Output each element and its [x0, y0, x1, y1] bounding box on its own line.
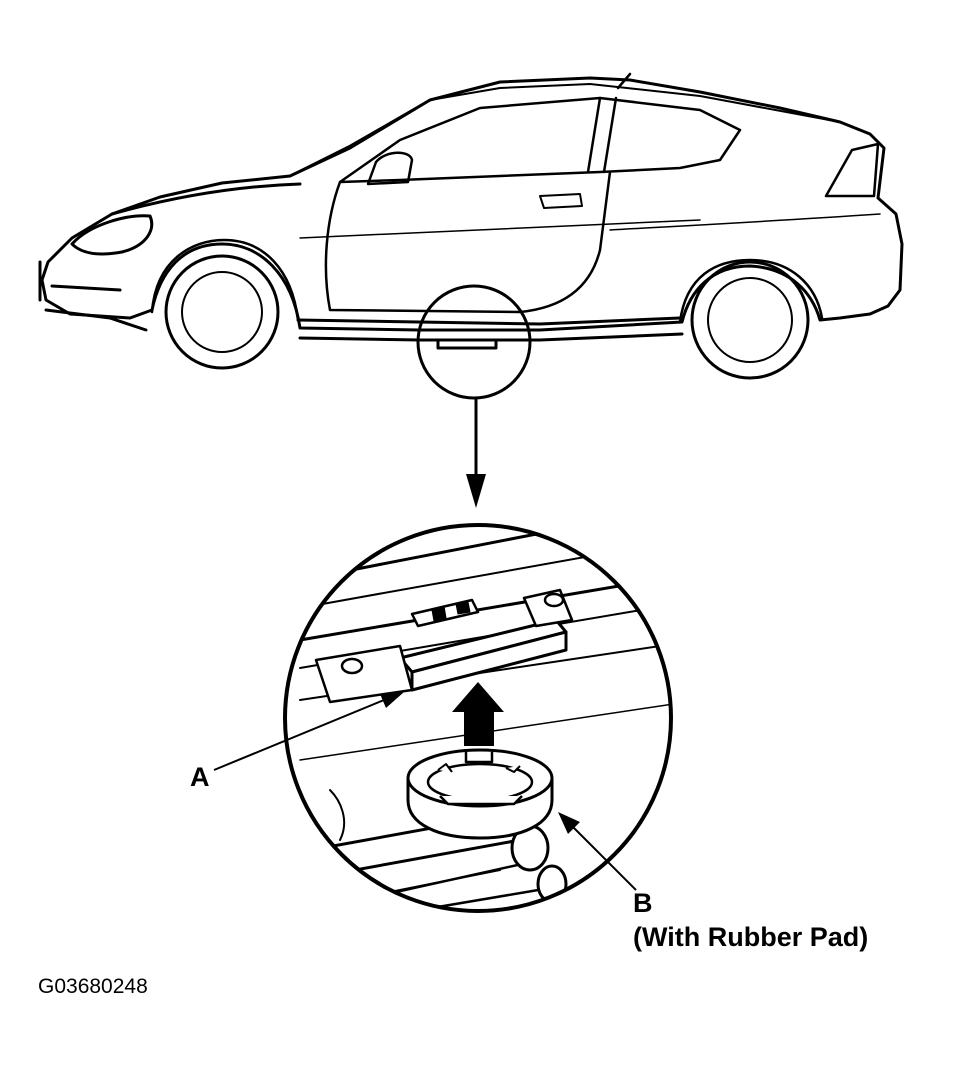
car-rear-light	[824, 142, 880, 198]
leader-line-b	[558, 812, 637, 891]
callout-label-b: B	[633, 888, 653, 918]
car-front-wheel-arch	[150, 238, 300, 322]
car-side-mirror	[366, 151, 414, 186]
car-headlight	[70, 214, 154, 256]
car-rear-quarter	[609, 213, 881, 231]
car-rear-wheel-arch	[678, 258, 824, 324]
car-side-window	[338, 96, 742, 184]
figure-code: G03680248	[38, 975, 148, 998]
callout-label-a: A	[190, 762, 210, 792]
car-door	[324, 170, 612, 314]
rubber-pad	[406, 748, 554, 840]
down-arrow-icon	[466, 398, 486, 508]
magnifier-circle-small	[416, 284, 532, 400]
car-body-crease	[299, 219, 701, 239]
car-front-spoiler	[44, 308, 148, 332]
car-side-view-icon	[38, 72, 904, 380]
callout-label-b-note: (With Rubber Pad)	[633, 922, 869, 952]
car-door-handle	[539, 193, 583, 209]
car-front-bumper	[38, 260, 122, 302]
car-front-wheel	[164, 254, 280, 370]
lift-bracket	[314, 588, 574, 704]
car-antenna	[616, 72, 632, 90]
up-arrow-icon	[452, 682, 504, 746]
leader-line-a	[213, 692, 404, 771]
car-roof-line	[429, 83, 841, 123]
car-b-pillar	[586, 96, 618, 174]
car-rocker-panel	[296, 316, 682, 326]
car-rear-wheel-rim	[707, 277, 793, 363]
detail-circle	[283, 523, 673, 913]
car-front-wheel-rim	[181, 271, 263, 353]
car-rocker-lower	[298, 332, 684, 342]
car-jack-point-marker	[436, 338, 498, 350]
car-windshield	[288, 98, 432, 178]
car-rear-wheel	[690, 260, 810, 380]
car-hood-line	[110, 182, 302, 216]
